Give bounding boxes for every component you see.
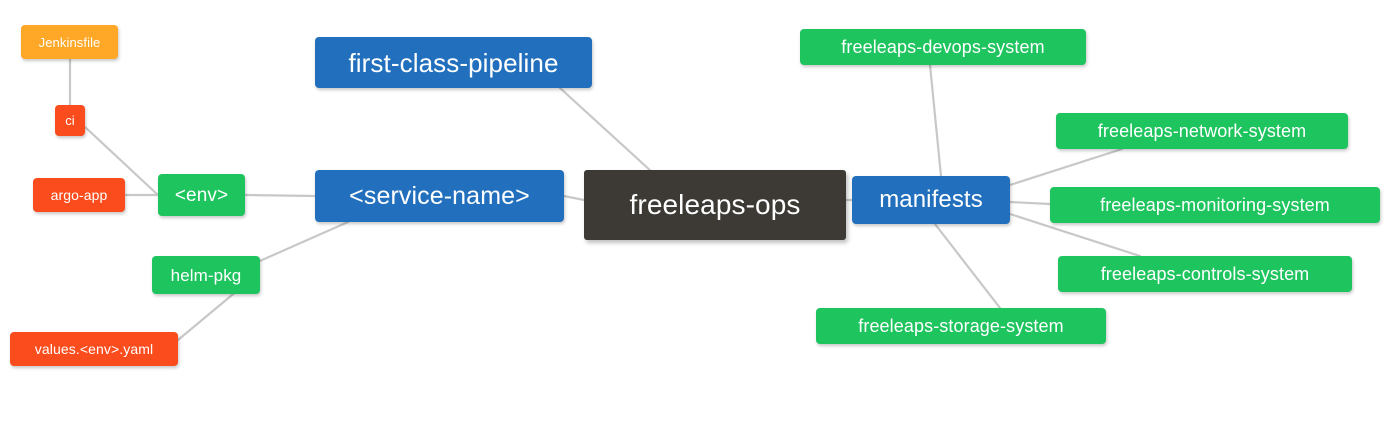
node-first-class-pipeline[interactable]: first-class-pipeline bbox=[315, 37, 592, 88]
edge-service-env bbox=[243, 193, 317, 198]
node-env[interactable]: <env> bbox=[158, 174, 245, 216]
node-freeleaps-storage-system[interactable]: freeleaps-storage-system bbox=[816, 308, 1106, 344]
edge-manifests-devops bbox=[928, 63, 943, 178]
node-jenkinsfile[interactable]: Jenkinsfile bbox=[21, 25, 118, 59]
node-service-name[interactable]: <service-name> bbox=[315, 170, 564, 222]
node-values-env-yaml[interactable]: values.<env>.yaml bbox=[10, 332, 178, 366]
node-freeleaps-devops-system[interactable]: freeleaps-devops-system bbox=[800, 29, 1086, 65]
node-freeleaps-controls-system[interactable]: freeleaps-controls-system bbox=[1058, 256, 1352, 292]
edge-manifests-monitoring bbox=[1008, 200, 1052, 206]
edge-root-pipeline bbox=[558, 86, 654, 174]
node-freeleaps-ops-root[interactable]: freeleaps-ops bbox=[584, 170, 846, 240]
edge-manifests-network bbox=[1008, 147, 1124, 187]
node-manifests[interactable]: manifests bbox=[852, 176, 1010, 224]
edge-root-service bbox=[562, 194, 586, 202]
node-argo-app[interactable]: argo-app bbox=[33, 178, 125, 212]
node-ci[interactable]: ci bbox=[55, 105, 85, 136]
node-freeleaps-network-system[interactable]: freeleaps-network-system bbox=[1056, 113, 1348, 149]
node-helm-pkg[interactable]: helm-pkg bbox=[152, 256, 260, 294]
node-freeleaps-monitoring-system[interactable]: freeleaps-monitoring-system bbox=[1050, 187, 1380, 223]
edge-manifests-storage bbox=[933, 222, 1002, 310]
